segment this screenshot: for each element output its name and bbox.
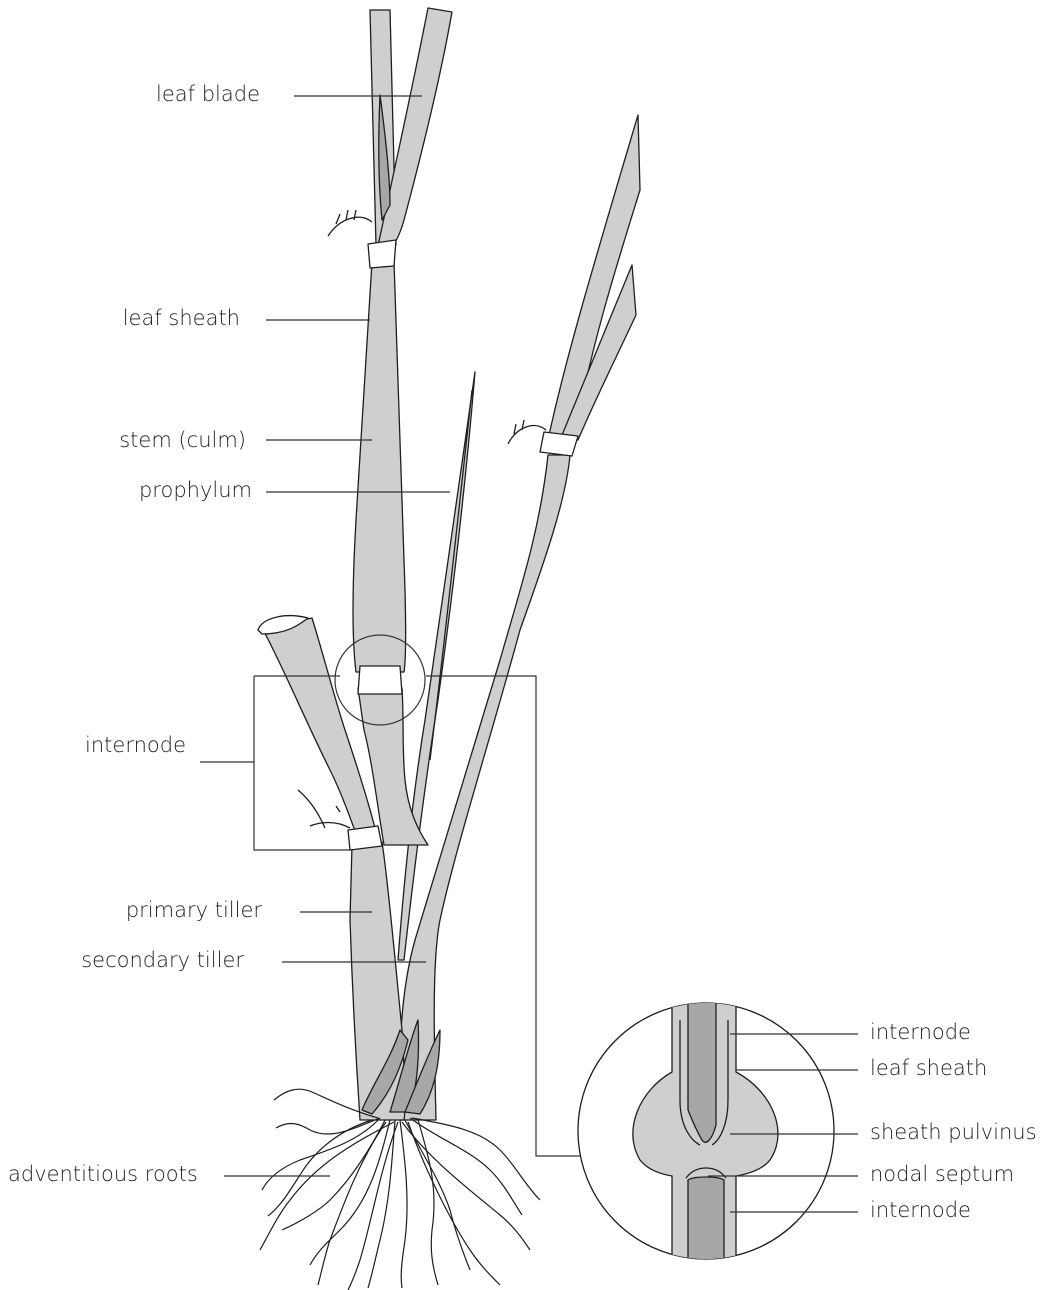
inset-label-internode-bottom: internode <box>870 1200 971 1221</box>
label-stem: stem (culm) <box>80 430 246 451</box>
primary-tiller-node <box>348 826 382 850</box>
label-adventitious-roots: adventitious roots <box>8 1164 198 1185</box>
main-node-ring <box>358 666 402 694</box>
label-primary-tiller: primary tiller <box>40 900 262 921</box>
label-leaf-sheath: leaf sheath <box>80 308 240 329</box>
inset-upper-internode <box>688 1000 716 1142</box>
inset-connector-line <box>426 676 590 1156</box>
inset-label-internode-top: internode <box>870 1022 971 1043</box>
top-node <box>368 240 396 268</box>
label-internode: internode <box>40 735 186 756</box>
inset-lower-internode <box>688 1177 724 1260</box>
ligule-hairs-top <box>328 210 372 236</box>
ligule-hairs-secondary <box>508 420 546 444</box>
label-secondary-tiller: secondary tiller <box>40 950 244 971</box>
label-prophylum: prophylum <box>80 480 252 501</box>
inset-detail <box>578 1000 858 1260</box>
inset-label-nodal-septum: nodal septum <box>870 1164 1014 1185</box>
secondary-tiller-node <box>540 432 578 456</box>
inset-label-sheath-pulvinus: sheath pulvinus <box>870 1122 1037 1143</box>
prophylum-fold <box>430 390 472 760</box>
main-culm-upper <box>353 262 406 672</box>
label-leaf-blade: leaf blade <box>120 84 260 105</box>
inset-label-leaf-sheath: leaf sheath <box>870 1058 987 1079</box>
